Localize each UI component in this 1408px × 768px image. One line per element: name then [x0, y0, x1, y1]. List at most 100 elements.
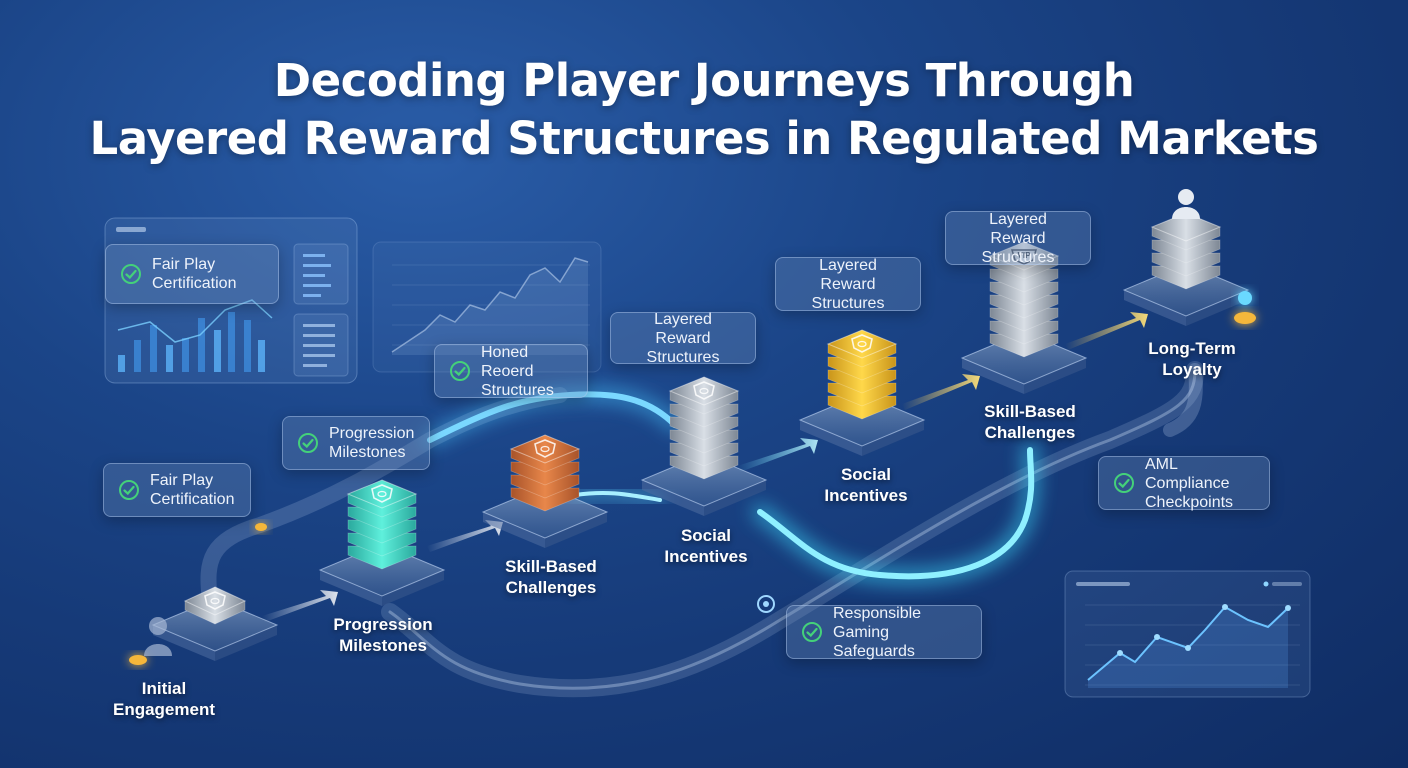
shield-icon [371, 484, 393, 503]
mini-bar [198, 318, 205, 372]
badge-layered-reward-1: Layered Reward Structures [610, 310, 756, 366]
mini-bar [244, 320, 251, 372]
stack-social-1 [640, 376, 768, 516]
tube-paths [200, 361, 1204, 698]
shield-icon [693, 381, 715, 400]
glow-dots [129, 291, 1256, 665]
badge-label: AML Compliance Checkpoints [1145, 455, 1234, 511]
dashboard-panel-right [1064, 570, 1311, 698]
player-figure-icon [144, 617, 172, 656]
check-circle-icon [121, 264, 141, 284]
dashboard-panel-middle [372, 241, 602, 373]
stack-skill-based-1 [481, 434, 609, 548]
stack-layer [347, 545, 417, 570]
platform-top [318, 543, 446, 597]
platform-side [642, 480, 704, 516]
stack-layer [347, 506, 417, 531]
mini-bar [166, 345, 173, 372]
check-circle-icon [119, 480, 139, 500]
page-title: Decoding Player Journeys Through Layered… [0, 52, 1408, 168]
mini-bar-chart [118, 312, 265, 372]
stack-layer [989, 294, 1059, 319]
stack-layer [989, 268, 1059, 293]
stack-layer [510, 461, 580, 486]
shield-icon [204, 591, 226, 610]
platform-side [382, 570, 444, 606]
platform-side [862, 420, 924, 456]
stack-layer [1151, 265, 1221, 290]
stage-skill-based-1: Skill-Based Challenges [505, 557, 597, 597]
badge-aml-compliance: AML Compliance Checkpoints [1098, 455, 1270, 511]
stack-layer [669, 455, 739, 480]
badge-layered-reward-3: Layered Reward Structures [945, 210, 1091, 266]
stack-layer [510, 474, 580, 499]
stack-layer [989, 333, 1059, 358]
stack-layer [669, 429, 739, 454]
stage-long-term-loyalty: Long-Term Loyalty [1148, 339, 1236, 379]
stack-initial-engagement [151, 586, 279, 661]
stack-layer [510, 487, 580, 512]
badge-label: Progression Milestones [329, 425, 415, 461]
badge-progression-milestones: Progression Milestones [282, 416, 430, 470]
stack-layer [1151, 239, 1221, 264]
title-line-2: Layered Reward Structures in Regulated M… [89, 112, 1319, 165]
platform-top [798, 393, 926, 447]
platform-side [704, 480, 766, 516]
badge-fair-play-top: Fair Play Certification [105, 244, 279, 304]
platform-side [1124, 290, 1186, 326]
badge-label: Layered Reward Structures [981, 210, 1055, 266]
platform-side [1024, 358, 1086, 394]
platform-side [153, 625, 215, 661]
reward-stacks: VIP [151, 189, 1250, 661]
mini-bar [214, 330, 221, 372]
stack-layer [827, 369, 897, 394]
stack-layer [827, 356, 897, 381]
stack-layer [989, 320, 1059, 345]
badge-label: Honed Reoerd Structures [481, 343, 554, 399]
platform-top [481, 485, 609, 539]
dashboard-panel-left [104, 217, 358, 384]
stack-social-2 [798, 329, 926, 456]
stack-progression-milestones [318, 479, 446, 606]
badge-label: Fair Play Certification [152, 256, 237, 292]
stack-layer [989, 307, 1059, 332]
check-circle-icon [450, 361, 470, 381]
mini-bar [182, 338, 189, 372]
badge-label: Responsible Gaming Safeguards [833, 604, 922, 660]
stage-progression-milestones: Progression Milestones [333, 615, 433, 655]
stack-layer [989, 281, 1059, 306]
stack-top [509, 434, 581, 464]
badge-honed-reward: Honed Reoerd Structures [434, 343, 588, 399]
mini-line [117, 299, 273, 343]
stack-layer [827, 395, 897, 420]
stack-long-term-loyalty [1122, 189, 1250, 326]
platform-side [962, 358, 1024, 394]
stack-top [988, 241, 1060, 271]
platform-top [640, 453, 768, 507]
badge-label: Layered Reward Structures [811, 256, 885, 312]
stack-layer [669, 416, 739, 441]
badge-label: Layered Reward Structures [646, 310, 720, 366]
stack-layer [347, 519, 417, 544]
platform-side [215, 625, 277, 661]
svg-text:VIP: VIP [1018, 251, 1032, 260]
check-circle-icon [298, 433, 318, 453]
title-line-1: Decoding Player Journeys Through [273, 54, 1135, 107]
platform-top [960, 331, 1088, 385]
platform-side [545, 512, 607, 548]
stage-skill-based-2: Skill-Based Challenges [984, 402, 1076, 442]
mini-bar [118, 355, 125, 372]
stack-top [826, 329, 898, 359]
check-circle-icon [1114, 473, 1134, 493]
stage-social-2: Social Incentives [824, 465, 908, 505]
stack-layer [669, 442, 739, 467]
stack-layer [347, 532, 417, 557]
stack-top [1150, 212, 1222, 242]
stack-top [668, 376, 740, 406]
platform-side [800, 420, 862, 456]
check-circle-icon [802, 622, 822, 642]
platform-side [1186, 290, 1248, 326]
platform-top [1122, 263, 1250, 317]
stack-skill-based-2: VIP [960, 241, 1088, 394]
